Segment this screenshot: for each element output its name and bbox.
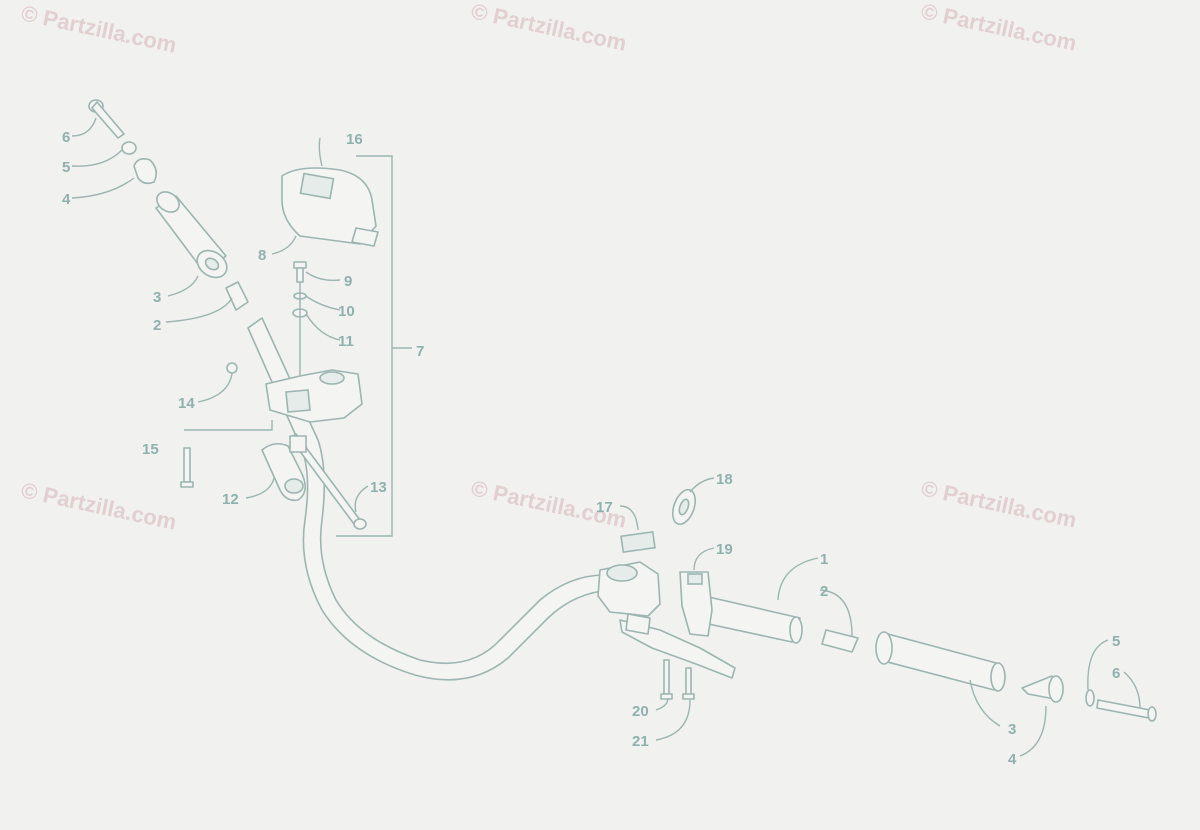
watermarks: © Partzilla.com © Partzilla.com © Partzi… — [19, 0, 1079, 535]
callout-9: 9 — [344, 273, 352, 290]
callout-7: 7 — [416, 343, 424, 360]
part-3-grip-right — [879, 633, 1001, 691]
callout-8: 8 — [258, 247, 266, 264]
callout-15: 15 — [142, 441, 159, 458]
callout-14: 14 — [178, 395, 195, 412]
part-5-washer-right — [1085, 689, 1095, 707]
callout-10: 10 — [338, 303, 355, 320]
part-17-label — [620, 530, 656, 554]
callouts: 6 5 4 3 2 8 9 10 11 7 16 14 15 12 13 17 … — [62, 129, 1120, 768]
callout-2-left: 2 — [153, 317, 161, 334]
callout-17: 17 — [596, 499, 613, 516]
part-2-sleeve-right — [821, 629, 859, 653]
reservoir-cap — [606, 564, 638, 582]
part-6-bolt-right — [1096, 699, 1157, 722]
part-9-screw — [293, 261, 307, 283]
callout-4-right: 4 — [1008, 751, 1017, 768]
callout-18: 18 — [716, 471, 733, 488]
callout-21: 21 — [632, 733, 649, 750]
part-5-washer-left — [121, 141, 137, 155]
part-15-screw — [180, 447, 194, 488]
right-switch-housing — [679, 571, 713, 637]
callout-6-right: 6 — [1112, 665, 1120, 682]
watermark-6: © Partzilla.com — [919, 475, 1079, 532]
watermark-4: © Partzilla.com — [19, 477, 179, 534]
lever-bracket — [625, 613, 651, 635]
leader-lines — [71, 117, 1141, 757]
callout-11: 11 — [338, 333, 354, 350]
watermark-2: © Partzilla.com — [469, 0, 629, 56]
part-15-bracket — [184, 420, 273, 431]
callout-1: 1 — [820, 551, 828, 568]
callout-5-right: 5 — [1112, 633, 1120, 650]
callout-20: 20 — [632, 703, 649, 720]
part-2-sleeve-left — [225, 281, 249, 311]
callout-3-right: 3 — [1008, 721, 1016, 738]
throttle-tube-end — [789, 616, 803, 644]
callout-19: 19 — [716, 541, 733, 558]
callout-13: 13 — [370, 479, 387, 496]
brake-lever — [619, 619, 736, 679]
part-4-bar-end-left — [133, 158, 158, 185]
callout-5-left: 5 — [62, 159, 70, 176]
right-switch-button — [687, 573, 703, 585]
callout-4-left: 4 — [62, 191, 71, 208]
group-7-bracket — [336, 155, 393, 537]
part-6-bolt-left — [88, 99, 125, 139]
callout-2-right: 2 — [820, 583, 828, 600]
part-20-screw — [660, 659, 673, 700]
callout-12: 12 — [222, 491, 239, 508]
watermark-1: © Partzilla.com — [19, 0, 179, 57]
switch-clamp — [289, 435, 307, 453]
part-14-ball — [226, 362, 238, 374]
part-21-screw — [682, 667, 695, 700]
callout-6-left: 6 — [62, 129, 70, 146]
watermark-3: © Partzilla.com — [919, 0, 1079, 56]
callout-16: 16 — [346, 131, 363, 148]
callout-3-left: 3 — [153, 289, 161, 306]
